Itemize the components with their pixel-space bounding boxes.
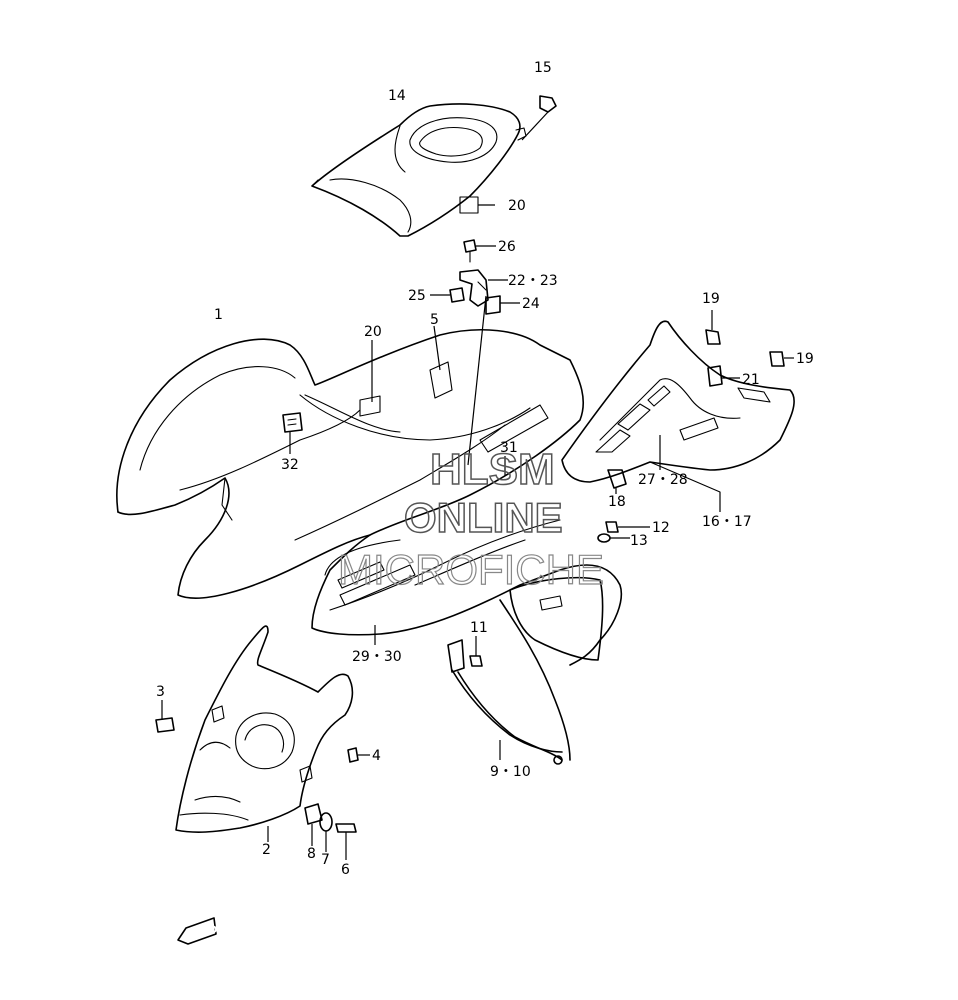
mud-flap <box>499 576 604 761</box>
label-part-13: 13 <box>630 533 648 549</box>
leader-part-5 <box>433 325 441 371</box>
bolt-part-26 <box>463 239 496 263</box>
inner-panel-part-2 <box>175 625 354 842</box>
label-part-12: 12 <box>652 520 670 536</box>
bolt-part-11 <box>469 636 483 667</box>
side-cover-part-16-17 <box>561 320 795 512</box>
washer-part-7 <box>319 812 333 852</box>
label-part-4: 4 <box>372 748 381 764</box>
part-labels: 15 14 20 26 22・23 25 24 1 5 20 31 32 19 … <box>156 60 814 878</box>
watermark-line-1: HLSM <box>430 445 555 494</box>
front-fender-part-1 <box>116 329 622 666</box>
label-part-27-28: 27・28 <box>638 472 688 488</box>
label-part-31: 31 <box>500 440 518 456</box>
label-part-14: 14 <box>388 88 406 104</box>
label-part-26: 26 <box>498 239 516 255</box>
label-part-9-10: 9・10 <box>490 764 531 780</box>
pad-part-21 <box>707 365 740 387</box>
clip-part-15 <box>521 95 557 141</box>
leader-part-24-pad <box>467 295 487 466</box>
label-part-11: 11 <box>470 620 488 636</box>
bolt-part-6 <box>335 823 357 860</box>
grommet-part-8 <box>304 803 323 846</box>
watermark-line-2: ONLINE <box>404 494 563 541</box>
label-part-29-30: 29・30 <box>352 649 402 665</box>
label-part-20-lower: 20 <box>364 324 382 340</box>
pad-part-24 <box>485 295 520 315</box>
label-part-15: 15 <box>534 60 552 76</box>
label-part-19-upper: 19 <box>702 291 720 307</box>
label-part-5: 5 <box>430 312 439 328</box>
fwd-arrow-icon: FWD <box>177 917 219 945</box>
clip-part-19-right <box>769 351 794 367</box>
label-part-25: 25 <box>408 288 426 304</box>
label-part-7: 7 <box>321 852 330 868</box>
label-part-6: 6 <box>341 862 350 878</box>
label-part-3: 3 <box>156 684 165 700</box>
watermark: HLSM ONLINE MICROFICHE <box>337 444 604 593</box>
label-part-19-right: 19 <box>796 351 814 367</box>
label-part-22-23: 22・23 <box>508 273 558 289</box>
bracket-part-22-23 <box>459 269 508 307</box>
label-part-16-17: 16・17 <box>702 514 752 530</box>
nut-part-25 <box>430 287 465 303</box>
bolt-part-12 <box>605 521 650 533</box>
watermark-line-3: MICROFICHE <box>338 546 604 593</box>
washer-part-13 <box>597 533 630 543</box>
clip-part-19-upper <box>705 310 721 345</box>
label-part-24: 24 <box>522 296 540 312</box>
label-part-20-upper: 20 <box>508 198 526 214</box>
fwd-text: FWD <box>191 924 219 943</box>
nut-part-3 <box>155 700 175 733</box>
label-part-2: 2 <box>262 842 271 858</box>
label-part-18: 18 <box>608 494 626 510</box>
rear-cover-part-14 <box>311 103 527 237</box>
clip-part-18 <box>607 469 627 494</box>
label-part-32: 32 <box>281 457 299 473</box>
screw-part-4 <box>347 747 370 763</box>
stay-part-9-10 <box>447 639 563 765</box>
clip-part-32 <box>282 412 303 454</box>
label-part-1: 1 <box>214 307 223 323</box>
label-part-8: 8 <box>307 846 316 862</box>
label-part-21: 21 <box>742 372 760 388</box>
